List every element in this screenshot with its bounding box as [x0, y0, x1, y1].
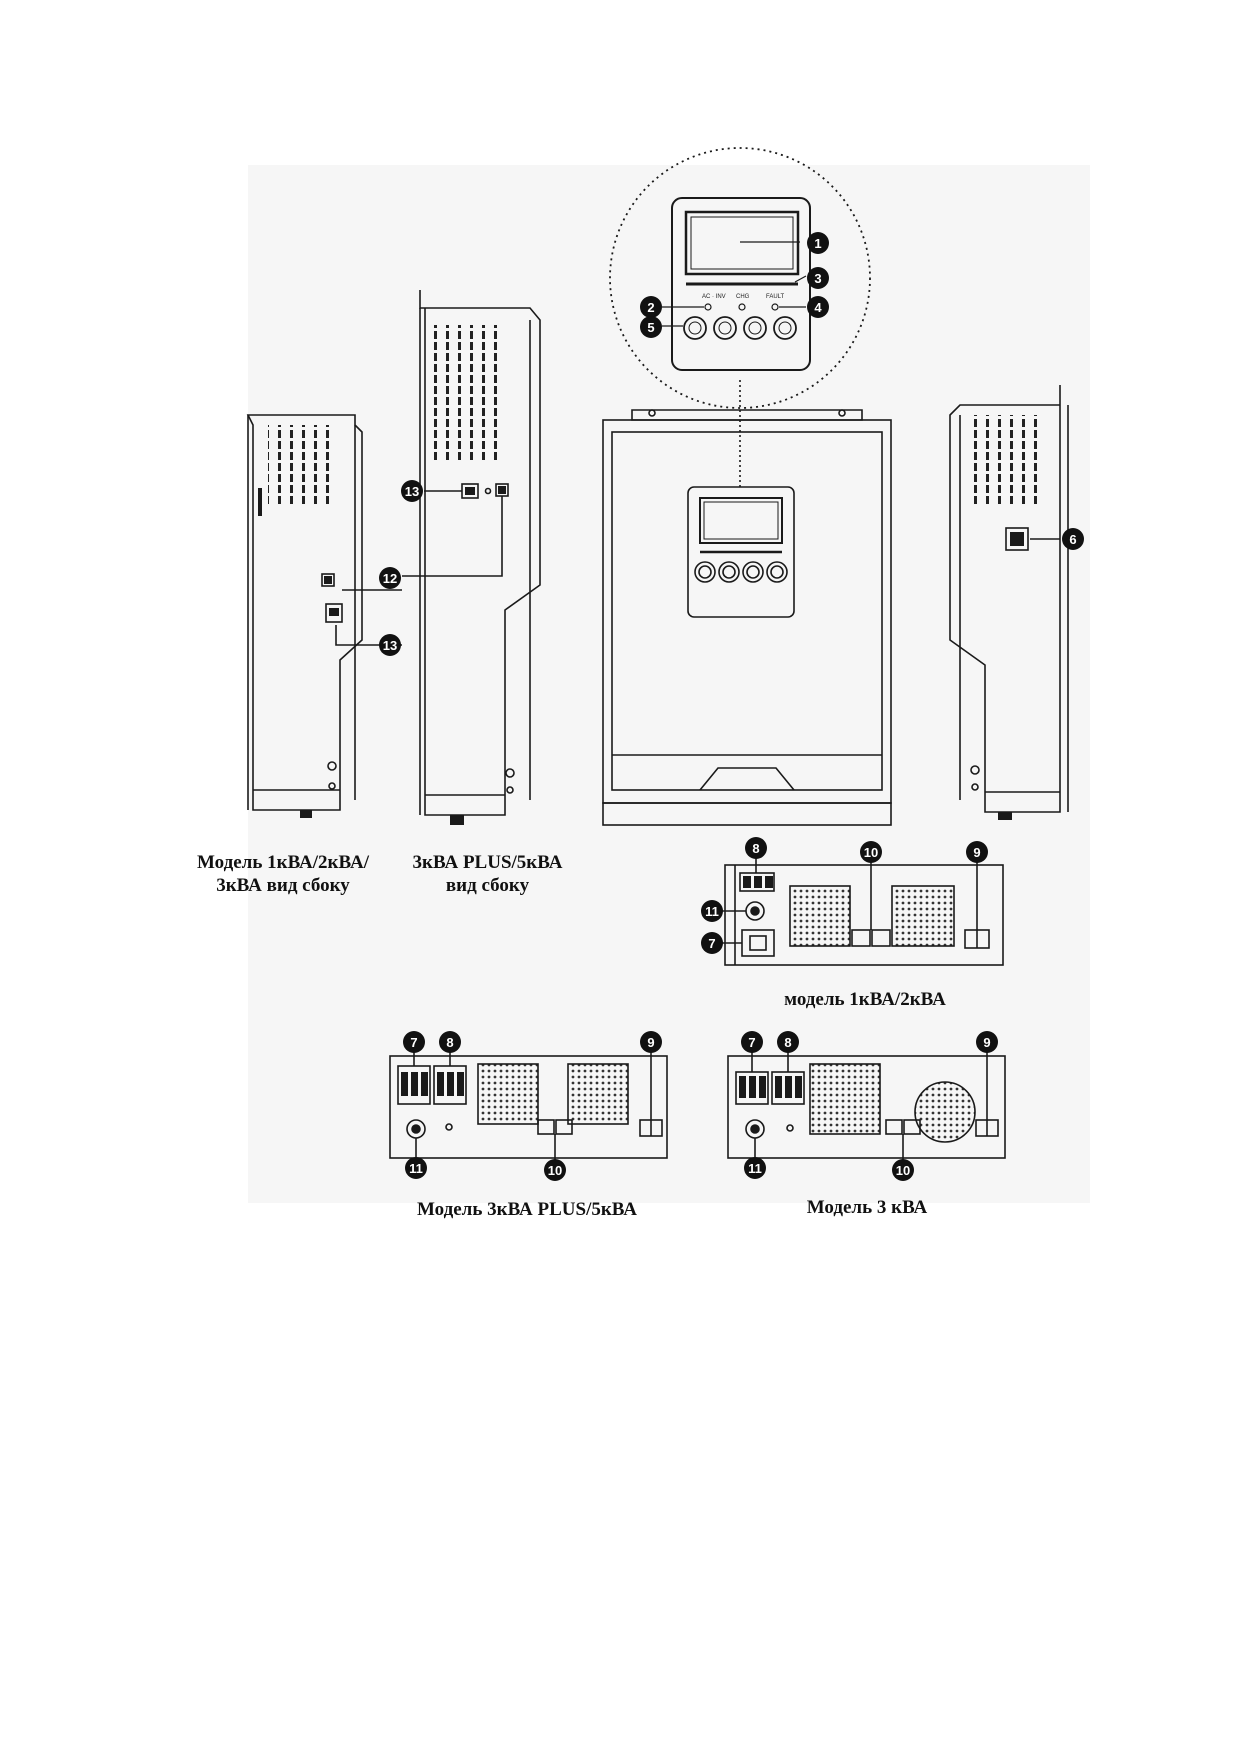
callout-10-plus: 10	[544, 1159, 566, 1181]
callout-13-small: 13	[379, 634, 401, 656]
svg-text:2: 2	[647, 300, 654, 315]
svg-text:4: 4	[814, 300, 822, 315]
svg-text:5: 5	[647, 320, 654, 335]
svg-text:11: 11	[748, 1161, 762, 1176]
callout-11-3k: 11	[744, 1157, 766, 1179]
side-view-small	[246, 414, 402, 818]
caption-side-large: 3кВА PLUS/5кВА вид сбоку	[412, 852, 563, 896]
svg-text:8: 8	[752, 841, 759, 856]
callout-11-small: 11	[701, 900, 723, 922]
svg-text:1: 1	[814, 236, 821, 251]
callout-11-plus: 11	[405, 1157, 427, 1179]
caption-bottom-small: модель 1кВА/2кВА	[784, 989, 946, 1010]
callout-8-plus: 8	[439, 1031, 461, 1053]
caption-side-small: Модель 1кВА/2кВА/ 3кВА вид сбоку	[197, 852, 369, 896]
svg-text:7: 7	[748, 1035, 755, 1050]
callout-badges: 1 3 2 4 5 6 13 12 13 8 10 9 11 7 7 8 9 1…	[379, 232, 1084, 1181]
svg-text:8: 8	[446, 1035, 453, 1050]
svg-text:AC · INV: AC · INV	[702, 294, 726, 300]
bottom-view-plus	[389, 1052, 668, 1160]
svg-text:11: 11	[409, 1161, 423, 1176]
svg-text:7: 7	[410, 1035, 417, 1050]
svg-text:9: 9	[973, 845, 980, 860]
callout-13-large: 13	[401, 480, 423, 502]
callout-7-3k: 7	[741, 1031, 763, 1053]
callout-2: 2	[640, 296, 662, 318]
svg-text:8: 8	[784, 1035, 791, 1050]
svg-text:FAULT: FAULT	[766, 294, 785, 300]
svg-text:CHG: CHG	[736, 294, 750, 300]
svg-text:10: 10	[548, 1163, 562, 1178]
svg-text:13: 13	[405, 484, 419, 499]
figure-panel	[248, 165, 1090, 1203]
callout-9-small: 9	[966, 841, 988, 863]
svg-text:13: 13	[383, 638, 397, 653]
callout-8-small: 8	[745, 837, 767, 859]
caption-bottom-3k: Модель 3 кВА	[806, 1197, 928, 1218]
callout-6: 6	[1062, 528, 1084, 550]
svg-text:9: 9	[647, 1035, 654, 1050]
svg-text:7: 7	[708, 936, 715, 951]
svg-text:6: 6	[1069, 532, 1076, 547]
svg-text:10: 10	[864, 845, 878, 860]
front-view	[602, 378, 892, 826]
caption-bottom-plus: Модель 3кВА PLUS/5кВА	[416, 1199, 638, 1220]
callout-1: 1	[807, 232, 829, 254]
bottom-view-3k	[727, 1052, 1006, 1160]
bottom-view-small	[722, 855, 1004, 966]
side-view-large	[402, 290, 541, 825]
callout-7-plus: 7	[403, 1031, 425, 1053]
callout-9-plus: 9	[640, 1031, 662, 1053]
svg-text:11: 11	[705, 904, 719, 919]
svg-text:10: 10	[896, 1163, 910, 1178]
callout-7-small: 7	[701, 932, 723, 954]
callout-12: 12	[379, 567, 401, 589]
callout-5: 5	[640, 316, 662, 338]
callout-10-small: 10	[860, 841, 882, 863]
side-view-right	[949, 385, 1069, 820]
svg-text:12: 12	[383, 571, 397, 586]
callout-10-3k: 10	[892, 1159, 914, 1181]
callout-4: 4	[807, 296, 829, 318]
svg-text:3: 3	[814, 271, 821, 286]
control-panel-zoom: AC · INV CHG FAULT	[609, 147, 871, 409]
callout-9-3k: 9	[976, 1031, 998, 1053]
svg-text:9: 9	[983, 1035, 990, 1050]
callout-8-3k: 8	[777, 1031, 799, 1053]
callout-3: 3	[807, 267, 829, 289]
